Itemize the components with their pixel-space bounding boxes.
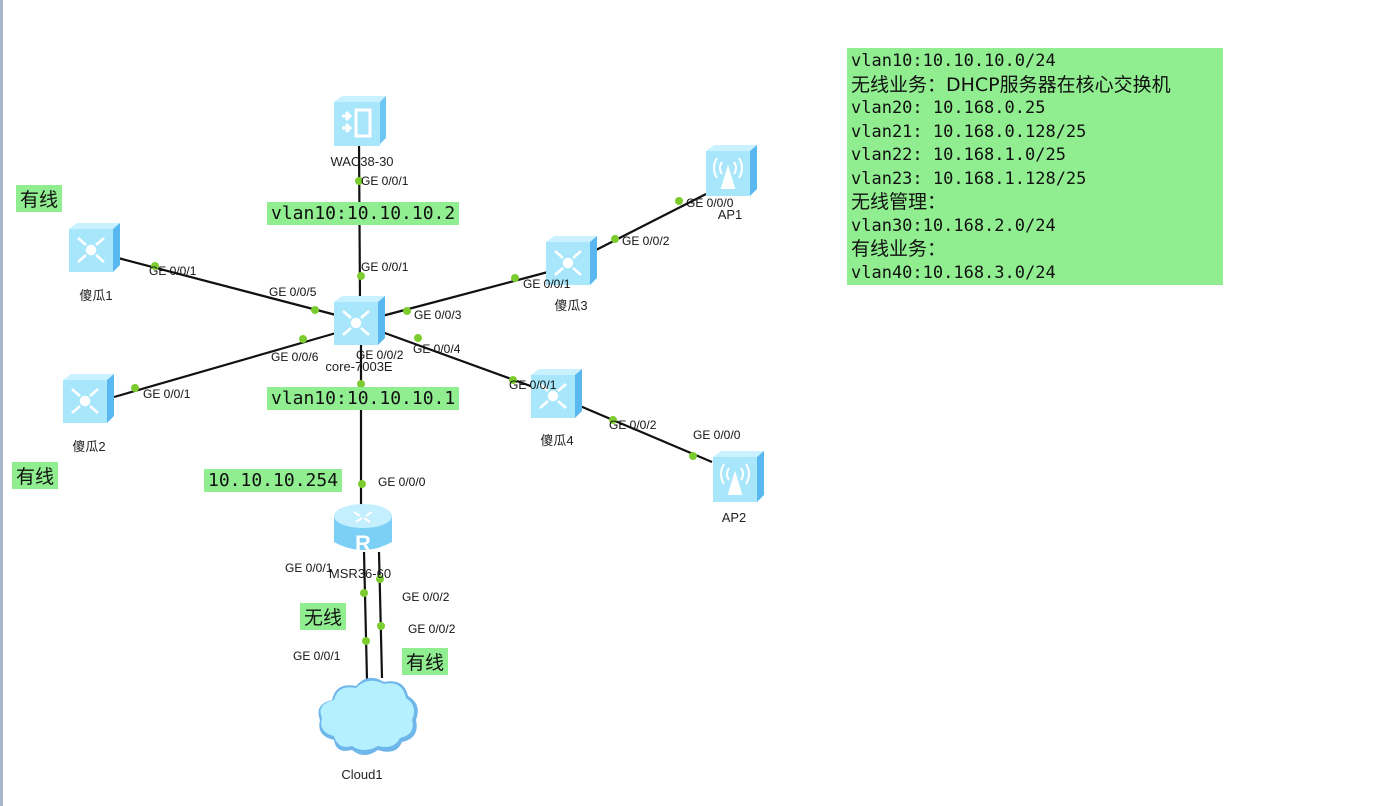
port-label: GE 0/0/1 (523, 277, 571, 291)
switch-4-label: 傻瓜4 (540, 433, 574, 448)
port-label: GE 0/0/1 (285, 561, 333, 575)
router-icon (353, 511, 373, 523)
port-dot[interactable] (362, 637, 370, 645)
port-dot[interactable] (357, 272, 365, 280)
port-label: GE 0/0/2 (622, 234, 670, 248)
port-dot[interactable] (377, 622, 385, 630)
info-line: vlan20: 10.168.0.25 (851, 98, 1046, 118)
wifi-icon (713, 157, 743, 189)
ap-1[interactable] (703, 144, 759, 198)
port-dot[interactable] (357, 380, 365, 388)
switch-2-label: 傻瓜2 (72, 439, 106, 454)
port-label: GE 0/0/0 (686, 196, 734, 210)
port-label: GE 0/0/0 (693, 428, 741, 442)
port-dot[interactable] (299, 335, 307, 343)
port-dot[interactable] (151, 262, 159, 270)
switch-1-label: 傻瓜1 (79, 288, 113, 303)
port-dot[interactable] (358, 480, 366, 488)
wac-label: WAC38-30 (330, 154, 394, 169)
port-dot[interactable] (609, 416, 617, 424)
port-dot[interactable] (360, 589, 368, 597)
switch-3-label: 傻瓜3 (554, 298, 588, 313)
port-label: GE 0/0/0 (378, 475, 426, 489)
port-label: GE 0/0/2 (402, 590, 450, 604)
port-label: GE 0/0/1 (509, 378, 557, 392)
port-label: GE 0/0/1 (361, 174, 409, 188)
core-switch[interactable] (331, 295, 387, 347)
info-line: vlan30:10.168.2.0/24 (851, 215, 1056, 236)
note-wireless-link[interactable]: 无线 (300, 603, 347, 630)
switch-4[interactable] (528, 368, 584, 420)
link-sw4-ap2[interactable] (579, 404, 713, 464)
port-dot[interactable] (355, 177, 363, 185)
svg-text:R: R (355, 531, 371, 556)
info-line: vlan40:10.168.3.0/24 (851, 262, 1056, 283)
ap-1-label: AP1 (717, 207, 743, 222)
port-dot[interactable] (511, 274, 519, 282)
info-line: 无线业务：DHCP服务器在核心交换机 (851, 73, 1171, 96)
port-dot[interactable] (403, 307, 411, 315)
port-dot[interactable] (414, 334, 422, 342)
port-label: GE 0/0/2 (356, 348, 404, 362)
canvas-left-border (0, 0, 3, 806)
link-router-cloud-1[interactable] (362, 551, 369, 681)
vlan-info-box[interactable]: vlan10:10.10.10.0/24 无线业务：DHCP服务器在核心交换机 … (847, 48, 1223, 285)
port-label: GE 0/0/1 (149, 264, 197, 278)
note-wac-ip[interactable]: vlan10:10.10.10.2 (267, 202, 460, 225)
cloud[interactable] (312, 670, 422, 758)
wac-device[interactable] (330, 94, 388, 148)
switch-icon (554, 250, 582, 276)
switch-icon (77, 237, 105, 263)
port-dot[interactable] (311, 306, 319, 314)
info-line: vlan10:10.10.10.0/24 (851, 51, 1056, 71)
port-dot[interactable] (131, 384, 139, 392)
ap-2-label: AP2 (721, 510, 747, 525)
switch-3[interactable] (543, 235, 599, 287)
info-line: vlan21: 10.168.0.128/25 (851, 121, 1087, 142)
port-dot[interactable] (376, 575, 384, 583)
wifi-icon (720, 463, 750, 495)
switch-icon (539, 383, 567, 409)
link-sw2-core[interactable] (113, 331, 337, 399)
core-label: core-7003E (325, 359, 393, 374)
note-router-ip[interactable]: 10.10.10.254 (204, 469, 343, 492)
port-dot[interactable] (509, 376, 517, 384)
router[interactable]: R (332, 502, 394, 558)
info-line: 有线业务： (851, 238, 947, 260)
note-wired-link[interactable]: 有线 (402, 648, 449, 675)
switch-2[interactable] (60, 373, 116, 425)
port-dot[interactable] (611, 235, 619, 243)
router-label: MSR36-60 (328, 566, 392, 581)
port-label: GE 0/0/2 (609, 418, 657, 432)
info-line: vlan22: 10.168.1.0/25 (851, 145, 1066, 165)
port-dot[interactable] (675, 197, 683, 205)
port-label: GE 0/0/1 (361, 260, 409, 274)
port-label: GE 0/0/2 (408, 622, 456, 636)
port-label: GE 0/0/6 (271, 350, 319, 364)
switch-1[interactable] (66, 222, 122, 274)
port-label: GE 0/0/3 (414, 308, 462, 322)
switch-icon (71, 388, 99, 414)
port-label: GE 0/0/5 (269, 285, 317, 299)
info-line: vlan23: 10.168.1.128/25 (851, 168, 1087, 189)
port-dot[interactable] (689, 452, 697, 460)
wac-icon (342, 108, 372, 138)
switch-icon (342, 310, 370, 336)
port-label: GE 0/0/1 (293, 649, 341, 663)
note-wired-left[interactable]: 有线 (12, 462, 59, 489)
port-label: GE 0/0/4 (413, 342, 461, 356)
cloud-label: Cloud1 (341, 767, 383, 782)
note-wired-top[interactable]: 有线 (16, 185, 63, 212)
info-line: 无线管理： (851, 191, 947, 213)
ap-2[interactable] (710, 450, 766, 504)
note-core-ip[interactable]: vlan10:10.10.10.1 (267, 387, 460, 410)
link-router-cloud-2[interactable] (377, 551, 384, 679)
port-label: GE 0/0/1 (143, 387, 191, 401)
